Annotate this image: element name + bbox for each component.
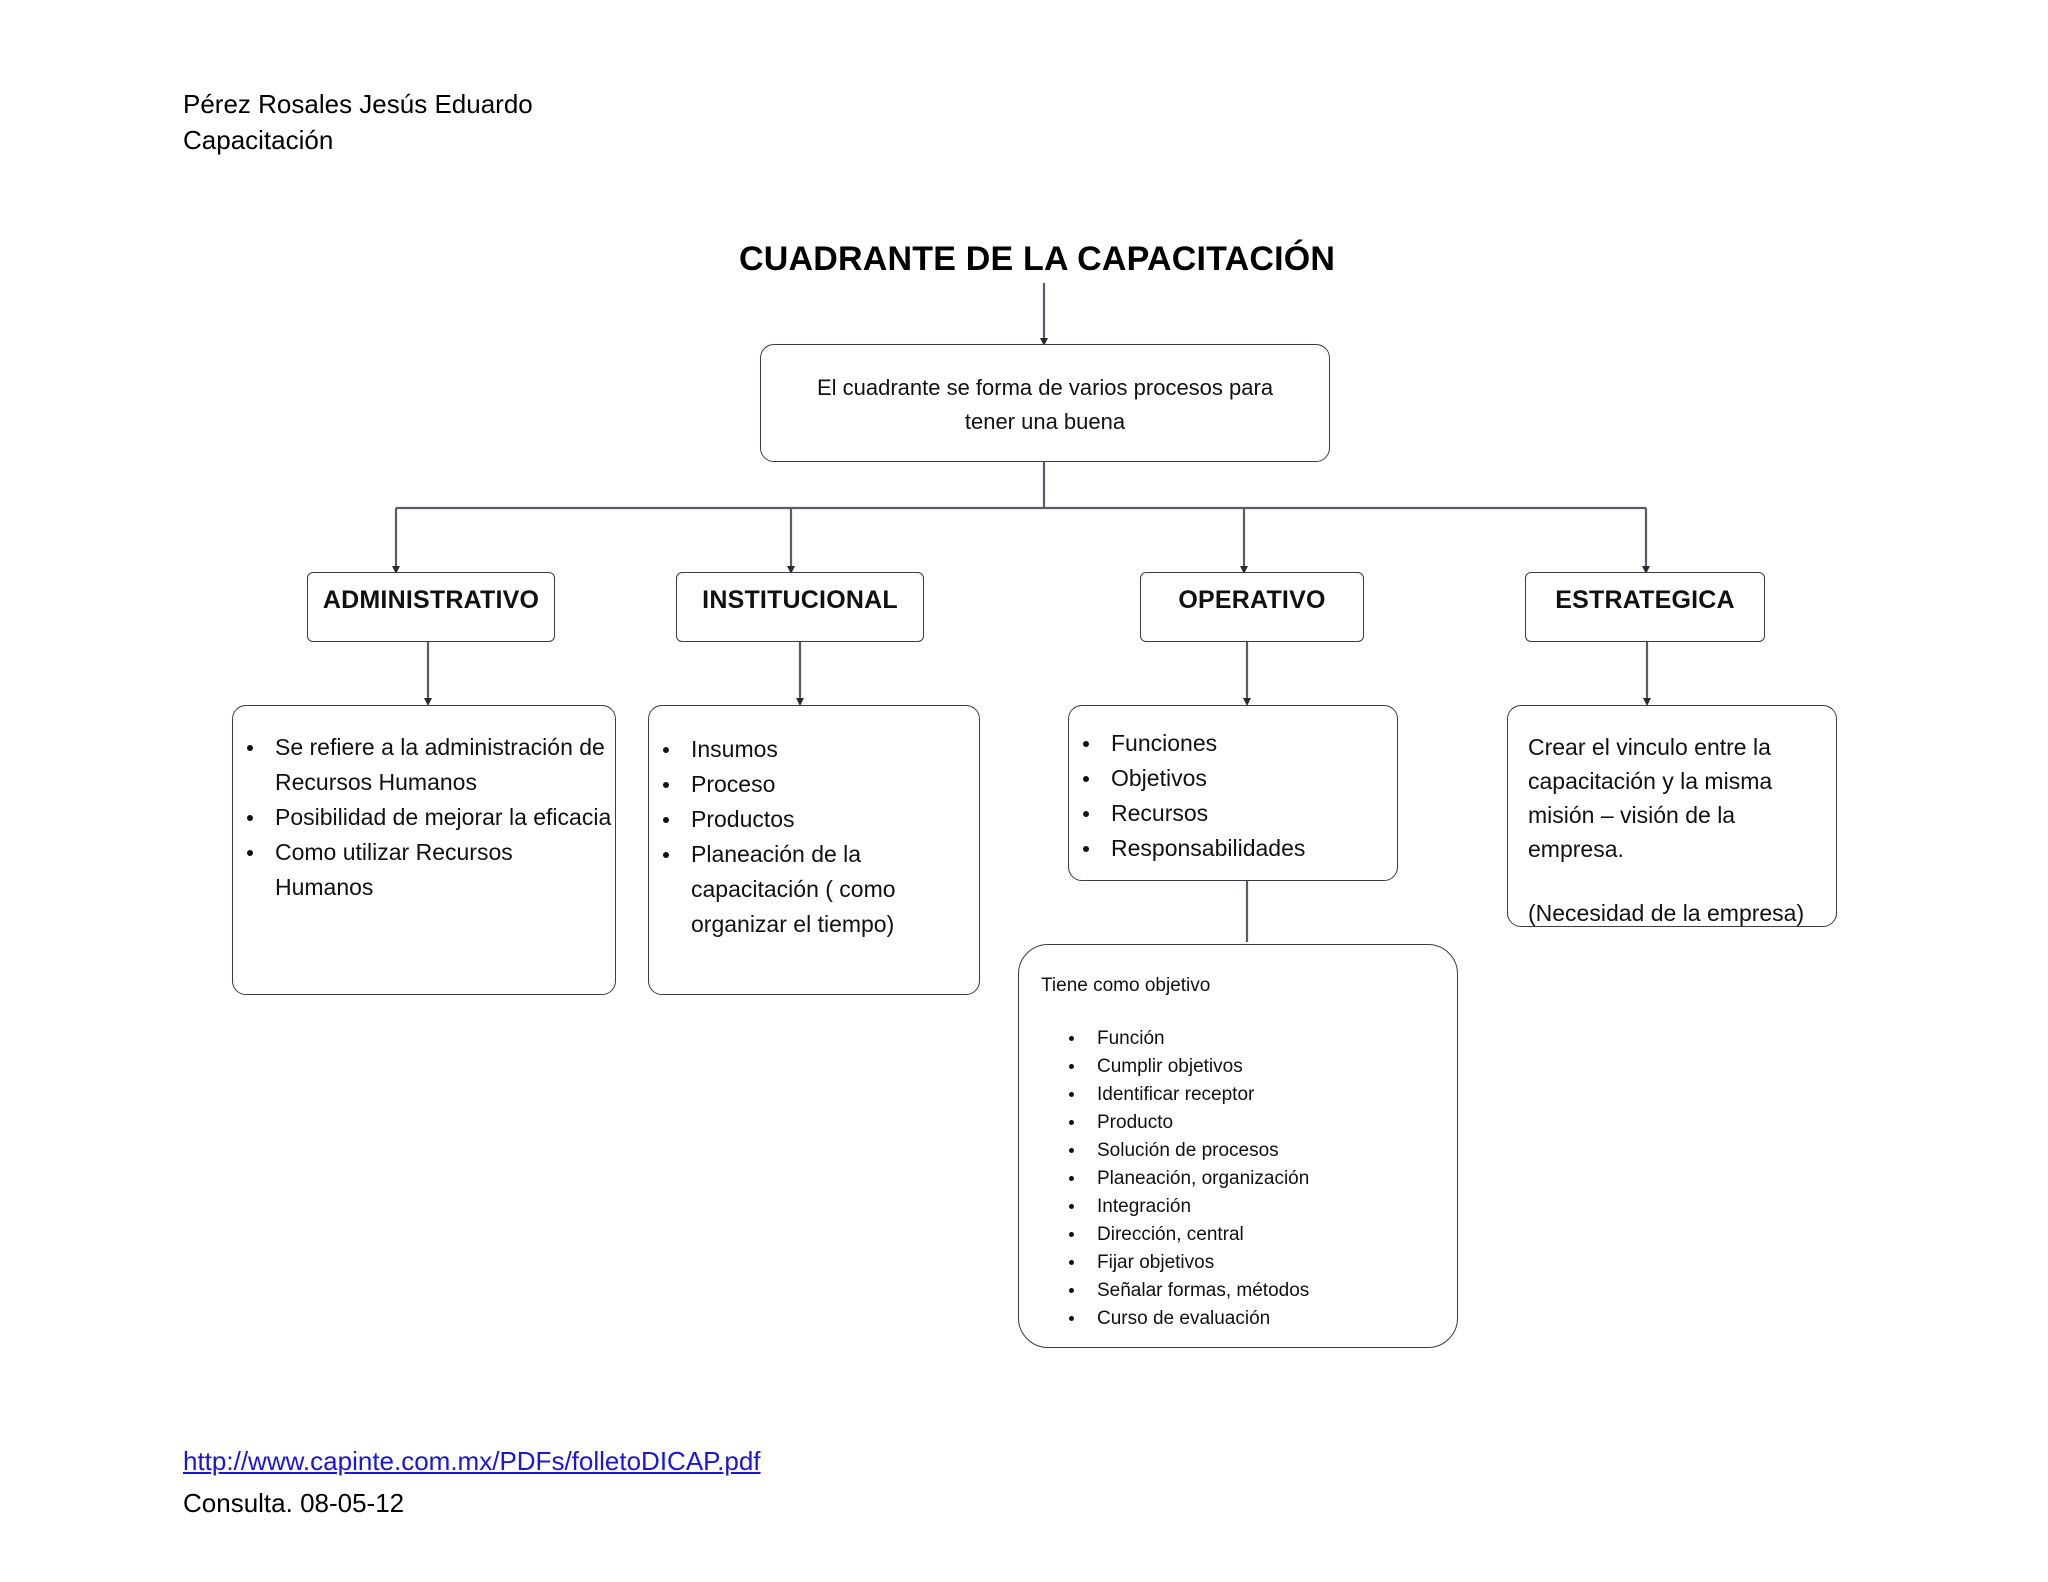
list-item: Dirección, central [1041, 1221, 1457, 1249]
category-node-estrategica[interactable]: ESTRATEGICA [1525, 572, 1765, 642]
category-node-administrativo[interactable]: ADMINISTRATIVO [307, 572, 555, 642]
diagram-title: CUADRANTE DE LA CAPACITACIÓN [739, 240, 1336, 278]
estrategica-text: Crear el vinculo entre la capacitación y… [1528, 730, 1814, 930]
administrativo-list: Se refiere a la administración de Recurs… [233, 730, 615, 905]
list-item: Señalar formas, métodos [1041, 1277, 1457, 1305]
detail-node-operativo: Funciones Objetivos Recursos Responsabil… [1068, 705, 1398, 881]
list-item: Proceso [649, 767, 979, 802]
list-item: Posibilidad de mejorar la eficacia [233, 800, 615, 835]
author-name: Pérez Rosales Jesús Eduardo [183, 89, 533, 119]
document-header: Pérez Rosales Jesús Eduardo Capacitación [183, 86, 533, 158]
consulta-date: Consulta. 08-05-12 [183, 1488, 405, 1518]
list-item: Integración [1041, 1193, 1457, 1221]
detail-node-administrativo: Se refiere a la administración de Recurs… [232, 705, 616, 995]
list-item: Funciones [1069, 726, 1397, 761]
list-item: Fijar objetivos [1041, 1249, 1457, 1277]
category-node-institucional[interactable]: INSTITUCIONAL [676, 572, 924, 642]
root-line-2: tener una buena [964, 409, 1126, 434]
list-item: Productos [649, 802, 979, 837]
category-node-operativo[interactable]: OPERATIVO [1140, 572, 1364, 642]
category-label-institucional: INSTITUCIONAL [702, 586, 898, 614]
root-node-text: El cuadrante se forma de varios procesos… [761, 345, 1329, 439]
estrategica-note: (Necesidad de la empresa) [1528, 900, 1805, 926]
estrategica-paragraph: Crear el vinculo entre la capacitación y… [1528, 734, 1773, 862]
list-item: Insumos [649, 732, 979, 767]
list-item: Planeación de la capacitación ( como org… [649, 837, 979, 942]
detail-node-estrategica: Crear el vinculo entre la capacitación y… [1507, 705, 1837, 927]
objetivo-node: Tiene como objetivo Función Cumplir obje… [1018, 944, 1458, 1348]
list-item: Producto [1041, 1109, 1457, 1137]
source-url-link[interactable]: http://www.capinte.com.mx/PDFs/folletoDI… [183, 1446, 761, 1476]
objetivo-heading: Tiene como objetivo [1041, 975, 1211, 996]
detail-node-institucional: Insumos Proceso Productos Planeación de … [648, 705, 980, 995]
list-item: Responsabilidades [1069, 831, 1397, 866]
list-item: Planeación, organización [1041, 1165, 1457, 1193]
list-item: Recursos [1069, 796, 1397, 831]
root-line-1: El cuadrante se forma de varios procesos… [816, 375, 1274, 400]
root-node: El cuadrante se forma de varios procesos… [760, 344, 1330, 462]
category-label-operativo: OPERATIVO [1178, 586, 1326, 614]
document-footer: http://www.capinte.com.mx/PDFs/folletoDI… [183, 1440, 761, 1524]
list-item: Identificar receptor [1041, 1081, 1457, 1109]
list-item: Objetivos [1069, 761, 1397, 796]
list-item: Función [1041, 1025, 1457, 1053]
institucional-list: Insumos Proceso Productos Planeación de … [649, 732, 979, 942]
objetivo-list: Función Cumplir objetivos Identificar re… [1041, 1025, 1457, 1333]
operativo-list: Funciones Objetivos Recursos Responsabil… [1069, 726, 1397, 866]
list-item: Curso de evaluación [1041, 1305, 1457, 1333]
category-label-administrativo: ADMINISTRATIVO [322, 586, 540, 614]
document-subject: Capacitación [183, 125, 334, 155]
list-item: Solución de procesos [1041, 1137, 1457, 1165]
category-label-estrategica: ESTRATEGICA [1555, 586, 1735, 614]
list-item: Cumplir objetivos [1041, 1053, 1457, 1081]
list-item: Se refiere a la administración de Recurs… [233, 730, 615, 800]
list-item: Como utilizar Recursos Humanos [233, 835, 615, 905]
